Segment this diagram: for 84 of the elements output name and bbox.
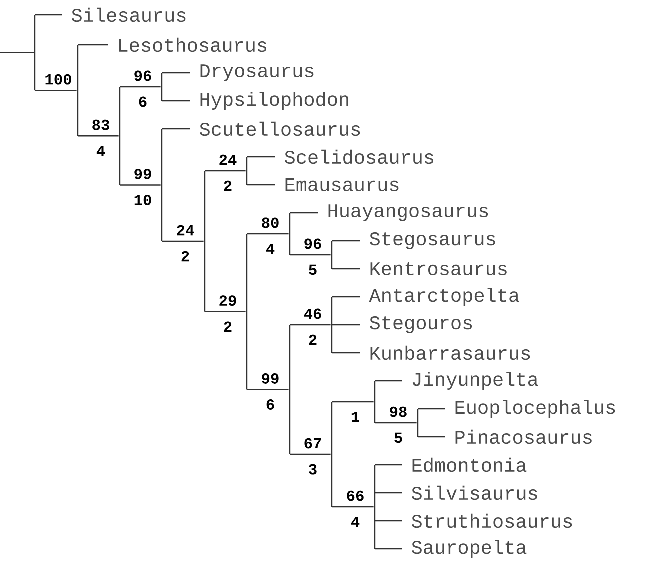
branch-line — [290, 254, 331, 256]
branch-line — [78, 44, 108, 46]
taxon-label: Stegouros — [370, 316, 472, 334]
taxon-label: Lesothosaurus — [120, 38, 266, 52]
branch-line — [332, 401, 374, 403]
branch-line — [162, 72, 190, 74]
branch-line — [0, 52, 35, 54]
support-value: 100 — [46, 74, 72, 85]
branch-line — [247, 389, 289, 390]
branch-line — [120, 86, 161, 88]
support-value: 24 — [177, 225, 194, 236]
branch-line — [290, 454, 331, 456]
support-value: 96 — [134, 70, 152, 82]
support-value: 24 — [220, 154, 237, 166]
branch-line — [162, 100, 190, 102]
branch-line — [205, 170, 246, 172]
branch-line — [332, 240, 360, 242]
taxon-label: Huayangosaurus — [328, 204, 488, 222]
branch-line — [375, 520, 402, 522]
support-value: 10 — [134, 195, 152, 206]
taxon-label: Antarctopelta — [369, 288, 520, 306]
branch-line — [375, 380, 402, 382]
support-value: 2 — [309, 334, 317, 346]
support-value: 2 — [224, 180, 232, 192]
branch-line — [205, 311, 246, 312]
branch-line — [375, 548, 402, 550]
taxon-label: Stegosaurus — [370, 232, 496, 250]
branch-line — [120, 184, 161, 186]
support-value: 1 — [352, 412, 360, 422]
support-value: 5 — [394, 432, 402, 444]
taxon-label: Sauropelta — [412, 540, 527, 558]
branch-line — [332, 324, 360, 326]
branch-line — [332, 296, 360, 298]
support-value: 99 — [262, 374, 279, 384]
branch-line — [78, 136, 119, 137]
taxon-label: Scutellosaurus — [200, 122, 360, 136]
support-value: 96 — [304, 238, 322, 250]
branch-line — [375, 464, 402, 466]
taxon-label: Struthiosaurus — [412, 514, 572, 528]
branch-line — [162, 240, 204, 242]
branch-line — [332, 506, 374, 508]
taxon-label: Emausaurus — [286, 178, 399, 192]
support-value: 98 — [390, 406, 407, 418]
branch-line — [35, 90, 77, 92]
taxon-label: Scelidosaurus — [285, 150, 434, 164]
branch-line — [290, 212, 318, 214]
branch-line — [247, 184, 275, 186]
branch-line — [290, 324, 331, 326]
taxon-label: Pinacosaurus — [456, 430, 592, 444]
support-value: 83 — [92, 120, 110, 130]
branch-line — [247, 233, 289, 235]
branch-line — [162, 128, 190, 130]
support-value: 2 — [224, 322, 232, 332]
support-value: 3 — [309, 464, 317, 475]
branch-line — [375, 492, 402, 494]
support-value: 2 — [182, 251, 190, 262]
taxon-label: Silvisaurus — [412, 486, 538, 500]
support-value: 6 — [266, 400, 274, 410]
branch-line — [375, 422, 417, 424]
taxon-label: Kentrosaurus — [370, 262, 507, 276]
support-value: 6 — [139, 96, 147, 108]
taxon-label: Dryosaurus — [200, 64, 314, 82]
branch-line — [332, 268, 360, 270]
taxon-label: Hypsilophodon — [200, 92, 348, 110]
branch-line — [247, 156, 275, 158]
support-value: 66 — [347, 490, 364, 502]
support-value: 67 — [304, 438, 322, 449]
support-value: 4 — [351, 516, 360, 528]
taxon-label: Jinyunpelta — [412, 372, 538, 390]
support-value: 5 — [309, 264, 317, 276]
branch-line — [35, 14, 62, 16]
support-value: 4 — [96, 146, 106, 156]
branch-line — [418, 436, 445, 438]
branch-line — [332, 352, 360, 354]
support-value: 46 — [304, 308, 322, 320]
taxon-label: Kunbarrasaurus — [370, 346, 530, 360]
support-value: 4 — [266, 244, 275, 254]
taxon-label: Edmontonia — [412, 458, 527, 472]
taxon-label: Silesaurus — [72, 8, 186, 22]
support-value: 80 — [262, 218, 279, 228]
taxon-label: Euoplocephalus — [456, 400, 616, 418]
support-value: 99 — [134, 169, 152, 180]
support-value: 29 — [220, 296, 236, 306]
branch-line — [418, 408, 445, 410]
